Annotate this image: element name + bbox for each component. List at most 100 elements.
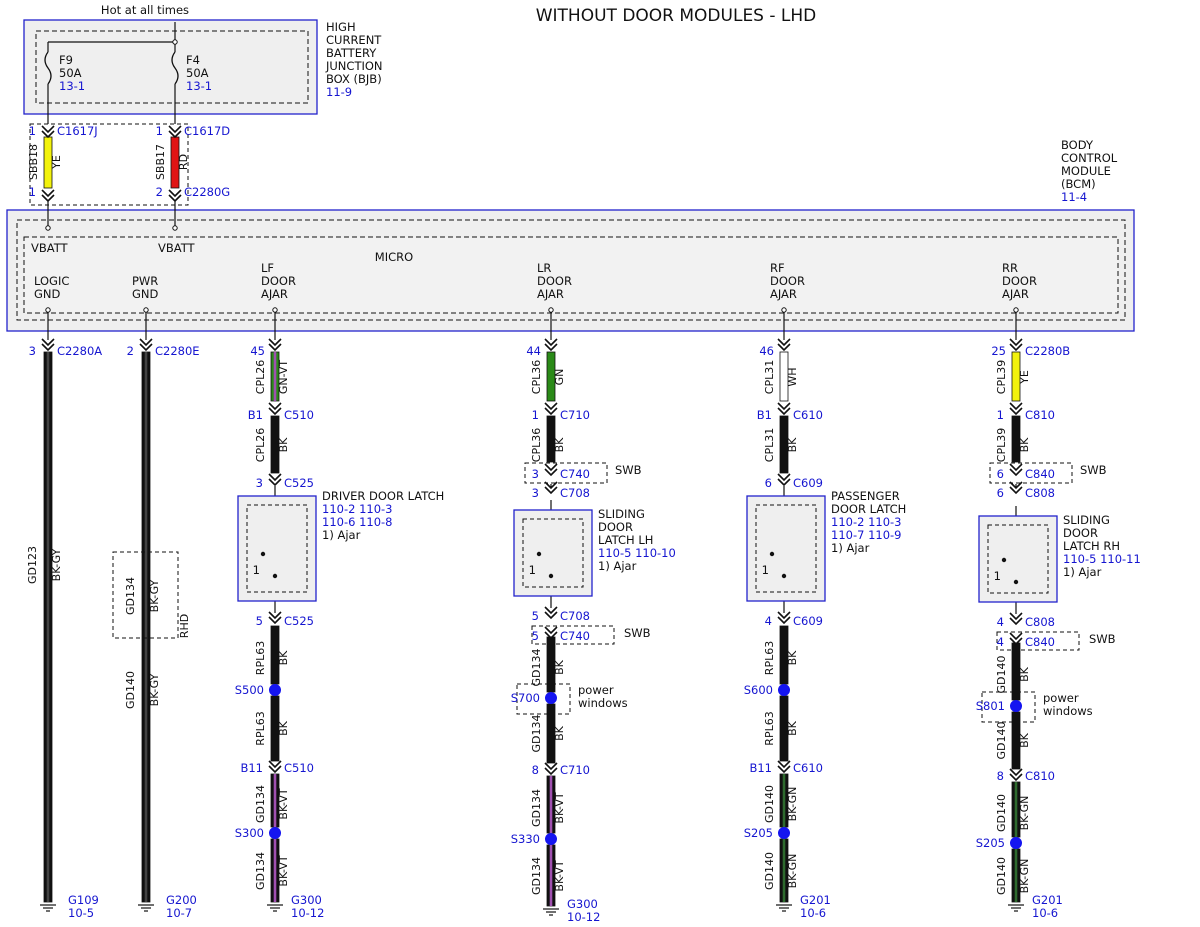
door-splice1-note: power — [1043, 691, 1079, 705]
door-wire1-circuit: CPL36 — [530, 360, 543, 394]
door-wire1-circuit: CPL26 — [254, 360, 267, 394]
door-swb-top-connector-lower — [544, 468, 558, 477]
door-swb-bottom-connector — [544, 626, 558, 635]
hot-at-all-times-label: Hot at all times — [101, 3, 189, 17]
door-wire2 — [270, 415, 280, 474]
door-ground-id: G201 — [1032, 893, 1063, 907]
door-wire1-body — [1011, 351, 1021, 402]
bcm-input-label: GND — [132, 287, 159, 301]
rhd-color: BK-GY — [148, 579, 161, 612]
door-swb-bottom-connector-lower — [1009, 637, 1023, 646]
door-latch-note: 1) Ajar — [322, 528, 361, 542]
bcm-input-label: AJAR — [261, 287, 288, 301]
door-swb-bottom-pin: 5 — [532, 629, 539, 643]
door-latch-out-conn: C525 — [284, 614, 314, 628]
door-wire3-color: BK — [1018, 666, 1031, 682]
door-wire6-color: BK-GN — [786, 854, 799, 889]
door-switch-contact — [548, 573, 554, 579]
door-wire4-color: BK — [786, 720, 799, 736]
ground-branch-wire — [43, 351, 53, 903]
door-splice2-id: S205 — [976, 836, 1005, 850]
vbatt-node — [45, 225, 51, 231]
door-wire1-color: YE — [1018, 370, 1031, 385]
door-ground-ref: 10-12 — [567, 910, 600, 924]
door-c1-connector — [544, 402, 558, 411]
door-latch-in-connector-lower — [268, 478, 282, 487]
door-latch-in-conn: C525 — [284, 476, 314, 490]
door-latch-in-conn: C708 — [560, 486, 590, 500]
door-c1-connector-lower — [1009, 407, 1023, 416]
door-latch-note: 1) Ajar — [1063, 565, 1102, 579]
door-swb-top-label: SWB — [1080, 463, 1107, 477]
door-c2-conn: C610 — [793, 761, 823, 775]
ground-branch-color: BK-GY — [148, 673, 161, 706]
door-swb-top-connector — [544, 463, 558, 472]
supply-bottom-pin: 1 — [29, 185, 36, 199]
door-swb-bottom-pin: 4 — [997, 635, 1004, 649]
door-wire5-color: BK-VT — [277, 788, 290, 819]
door-latch-in-conn: C609 — [793, 476, 823, 490]
bcm-input-node — [143, 307, 149, 313]
door-c1-connector — [268, 402, 282, 411]
door-wire5-circuit: GD134 — [530, 789, 543, 827]
micro-label: MICRO — [375, 250, 413, 264]
bcm-input-label: DOOR — [261, 274, 296, 288]
wire-layer — [43, 22, 1023, 907]
door-c1-conn: C510 — [284, 408, 314, 422]
supply-top-pin: 1 — [156, 124, 163, 138]
bcm-input-label: RR — [1002, 261, 1018, 275]
door-wire1-color: GN — [553, 369, 566, 386]
door-latch-name: DOOR — [1063, 526, 1098, 540]
door-latch-pin1: 1 — [762, 563, 769, 577]
door-c2-connector — [1009, 768, 1023, 777]
door-c1-connector — [1009, 402, 1023, 411]
bcm-input-label: RF — [770, 261, 785, 275]
door-wire5-circuit: GD134 — [254, 785, 267, 823]
door-wire4-circuit: GD134 — [530, 715, 543, 753]
door-c2-conn: C710 — [560, 763, 590, 777]
door-wire6-circuit: GD140 — [995, 857, 1008, 895]
ground-branch-pin: 3 — [29, 344, 36, 358]
supply-circuit: SBB18 — [27, 144, 40, 180]
door-c2-pin: 8 — [997, 769, 1004, 783]
door-wire1-circuit: CPL31 — [763, 360, 776, 394]
door-latch-in-conn: C808 — [1025, 486, 1055, 500]
door-latch-inner — [522, 518, 584, 588]
ground-branch-wire — [141, 351, 151, 903]
door-latch-name: LATCH RH — [1063, 539, 1120, 553]
door-latch-name: SLIDING — [598, 507, 645, 521]
door-wire2-circuit: CPL26 — [254, 428, 267, 462]
door-latch-out-connector — [1009, 612, 1023, 621]
door-switch-contact — [1013, 579, 1019, 585]
door-wire5-color: BK-GN — [1018, 796, 1031, 831]
door-wire1-body — [546, 351, 556, 402]
ground-branch-conn: C2280E — [155, 344, 200, 358]
door-latch-out-connector-lower — [544, 611, 558, 620]
door-wire6-circuit: GD140 — [763, 852, 776, 890]
door-latch-out-connector-lower — [268, 616, 282, 625]
vbatt-node — [172, 225, 178, 231]
door-wire2-body — [779, 415, 789, 474]
door-latch-in-connector-lower — [1009, 486, 1023, 495]
bjb-name-line: HIGH — [326, 20, 356, 34]
bjb-ref: 11-9 — [326, 85, 352, 99]
door-wire4-color: BK — [277, 720, 290, 736]
door-switch-contact — [272, 573, 278, 579]
door-wire3-color: BK — [786, 650, 799, 666]
door-c1-connector-lower — [268, 407, 282, 416]
door-latch-name: DOOR LATCH — [831, 502, 906, 516]
bcm-input-label: LOGIC — [34, 274, 69, 288]
door-ground-id: G300 — [567, 897, 598, 911]
supply-bottom-conn: C2280G — [184, 185, 230, 199]
door-c2-connector-lower — [1009, 773, 1023, 782]
door-wire2-circuit: CPL36 — [530, 428, 543, 462]
bcm-name-line: (BCM) — [1061, 177, 1096, 191]
door-latch-box — [513, 509, 593, 597]
door-splice2-id: S205 — [744, 826, 773, 840]
bcm-input-label: DOOR — [770, 274, 805, 288]
door-latch-box — [746, 495, 826, 602]
door-latch-out-pin: 5 — [532, 609, 539, 623]
door-latch-inner — [987, 524, 1049, 594]
ground-id: G200 — [166, 893, 197, 907]
door-switch-contact — [1001, 557, 1007, 563]
